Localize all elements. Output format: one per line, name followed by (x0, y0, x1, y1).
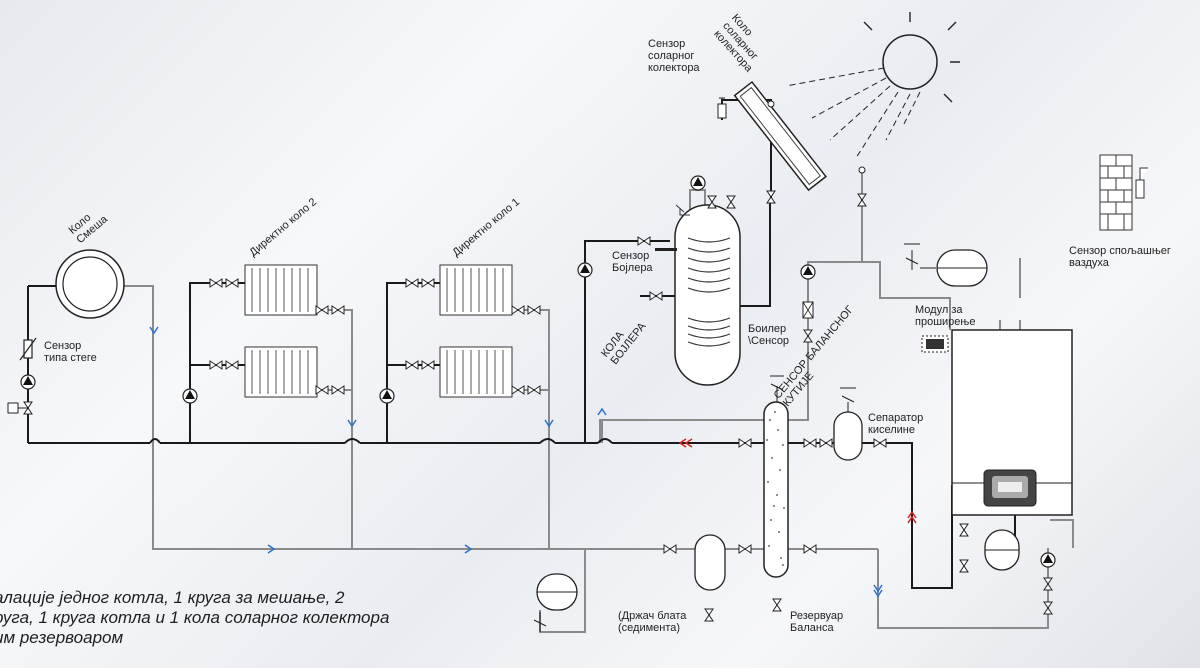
sun-icon (785, 12, 960, 159)
radiator-1-top (439, 264, 513, 316)
boiler-return-valve (1043, 577, 1053, 591)
radiator-2-bottom (244, 346, 318, 398)
boiler-sensor-2-label: Боилер \Сенсор (748, 323, 790, 347)
supply-main-line (27, 99, 1016, 589)
solar-valve-2 (803, 329, 813, 343)
outdoor-sensor-icon (1099, 154, 1148, 231)
balance-valve-2 (803, 438, 817, 448)
balance-tank (763, 401, 789, 578)
boiler-outlet-valve (959, 523, 969, 537)
three-way-valve-icon (7, 401, 33, 415)
acid-valve-2 (873, 438, 887, 448)
line-crossings (149, 438, 613, 444)
balance-valve-1 (738, 438, 752, 448)
solar-collector (733, 80, 866, 192)
diagram-caption: алације једног котла, 1 круга за мешање,… (0, 588, 390, 647)
solar-valve (766, 190, 776, 204)
boiler-outlet-valve-2 (959, 559, 969, 573)
acid-valve-1 (819, 438, 833, 448)
boiler-safety-valve (675, 204, 690, 216)
balance-valve-3 (738, 544, 752, 554)
boiler-top-valve-2 (726, 195, 736, 209)
mixing-pump-icon (20, 374, 36, 390)
boiler-recirc-pump-icon (690, 175, 706, 191)
boiler-pump-icon (577, 262, 593, 278)
boiler-expansion-vessel (984, 529, 1020, 571)
solar-flow-meter (802, 301, 814, 319)
mixing-circuit-heater (55, 249, 125, 319)
direct-circuit-1-pump-icon (379, 388, 395, 404)
expansion-module-label: Модул за проширење (915, 304, 976, 328)
outdoor-sensor-label: Сензор спољашњег ваздуха (1069, 245, 1171, 269)
expansion-module-icon (921, 335, 949, 353)
gas-boiler (951, 320, 1073, 516)
solar-pump-icon (800, 264, 816, 280)
boiler-tank (655, 204, 741, 386)
balance-air-vent (770, 375, 784, 402)
balance-valve-4 (803, 544, 817, 554)
boiler-return-valve-2 (1043, 601, 1053, 615)
balance-tank-label: Резервуар Баланса (790, 610, 844, 634)
acid-separator (833, 387, 863, 461)
solar-return-valve (857, 193, 867, 207)
boiler-valve-2 (649, 291, 663, 301)
boiler-top-valve (707, 195, 717, 209)
solar-expansion-vessel (920, 249, 988, 287)
boiler-sensor-label: Сензор Бојлера (612, 250, 653, 274)
acid-separator-label: Сепаратор киселине (868, 412, 924, 436)
clamp-sensor-label: Сензор типа стеге (44, 340, 97, 364)
direct-circuit-2-pump-icon (182, 388, 198, 404)
clamp-sensor-icon (19, 337, 37, 361)
sludge-valve (663, 544, 677, 554)
boiler-valve-1 (637, 236, 651, 246)
radiator-2-top (244, 264, 318, 316)
boiler-circ-pump-icon (1040, 552, 1056, 568)
cold-flow-arrows (149, 326, 883, 598)
solar-sensor-label: Сензор соларног колектора (648, 38, 700, 74)
sludge-holder (694, 534, 726, 591)
solar-sensor-icon (717, 97, 727, 119)
solar-safety-valve (904, 243, 920, 270)
radiator-1-bottom (439, 346, 513, 398)
balance-drain-valve (772, 598, 782, 612)
hot-flow-arrows (678, 438, 917, 524)
sludge-drain-valve (704, 608, 714, 622)
sludge-holder-label: (Држач блата (седимента) (618, 610, 687, 634)
main-expansion-vessel (533, 573, 578, 632)
